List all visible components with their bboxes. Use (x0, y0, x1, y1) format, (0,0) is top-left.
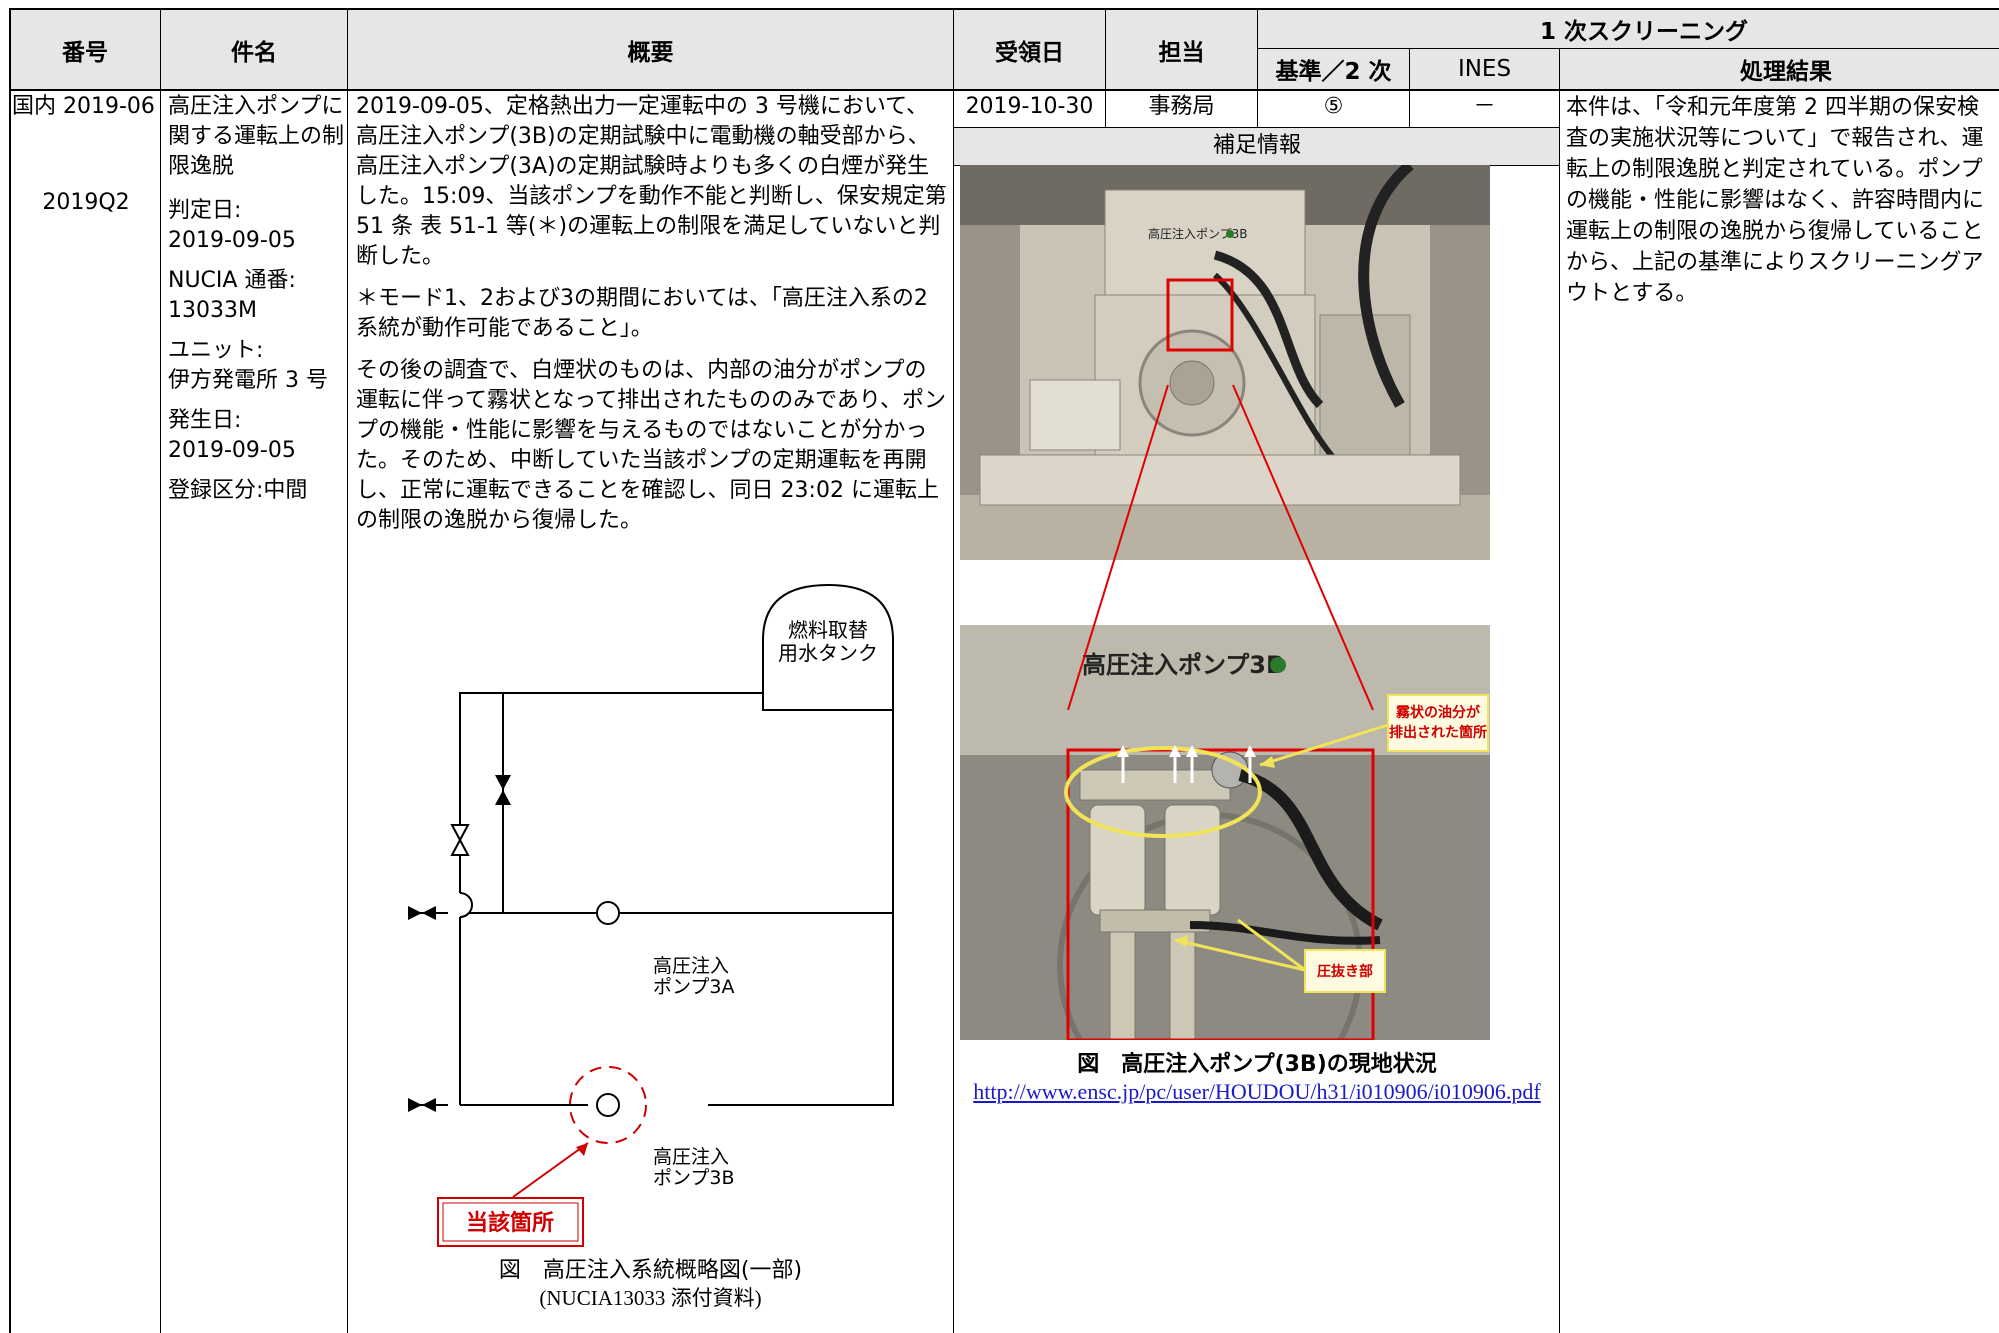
nucia-number: 13033M (168, 298, 257, 323)
valve-icon (495, 775, 511, 790)
header-number: 番号 (62, 39, 108, 66)
pump-3a-icon (596, 901, 620, 925)
nucia-label: NUCIA 通番: (168, 268, 296, 293)
registration-category: 登録区分:中間 (168, 478, 308, 503)
mist-ellipse (1064, 746, 1262, 838)
tank-label-line2: 用水タンク (778, 641, 878, 665)
owner: 事務局 (1148, 94, 1215, 119)
mist-callout (1387, 694, 1489, 752)
subject-title: 高圧注入ポンプに関する運転上の制限逸脱 (168, 94, 345, 179)
supplement-header (953, 128, 1560, 165)
svg-text:排出された箇所: 排出された箇所 (1389, 724, 1487, 741)
pump-photo-overview: 高圧注入ポンプ3B (960, 165, 1490, 560)
pump-photo-detail: 高圧注入ポンプ3B 霧状の油分が 排出された箇所 圧抜き部 (960, 625, 1490, 1040)
ines-value: － (1473, 94, 1496, 119)
summary-block: 2019-09-05、定格熱出力一定運転中の 3 号機において、高圧注入ポンプ(… (356, 92, 948, 548)
subject-block: 高圧注入ポンプに関する運転上の制限逸脱 判定日: 2019-09-05 NUCI… (168, 92, 344, 516)
judge-date: 2019-09-05 (168, 228, 296, 253)
svg-text:ポンプ3A: ポンプ3A (653, 976, 735, 998)
valve-open-icon (450, 824, 470, 843)
svg-text:霧状の油分が: 霧状の油分が (1396, 704, 1481, 721)
row-quarter: 2019Q2 (42, 190, 130, 215)
occur-date: 2019-09-05 (168, 438, 296, 463)
check-valve-icon (408, 906, 422, 920)
header-criteria: 基準／2 次 (1275, 59, 1392, 85)
judge-label: 判定日: (168, 198, 242, 223)
relief-callout (1304, 949, 1386, 993)
diagram-caption: 図 高圧注入系統概略図(一部) (498, 1258, 803, 1283)
screening-result: 本件は、「令和元年度第 2 四半期の保安検査の実施状況等について」で報告され、運… (1566, 95, 1985, 306)
header-summary: 概要 (627, 39, 674, 66)
svg-text:ポンプ3B: ポンプ3B (653, 1167, 735, 1189)
header-subject: 件名 (231, 39, 277, 66)
occur-label: 発生日: (168, 408, 242, 433)
unit-label: ユニット: (168, 338, 264, 363)
highlight-circle (569, 1066, 647, 1144)
photo-connector (1067, 384, 1374, 710)
photo-caption: 図 高圧注入ポンプ(3B)の現地状況 (1077, 1052, 1437, 1077)
pump-3b-icon (596, 1093, 620, 1117)
table-header (10, 10, 1999, 90)
received-date: 2019-10-30 (965, 94, 1094, 119)
supplement-title: 補足情報 (1212, 133, 1301, 158)
criteria-value: ⑤ (1323, 94, 1344, 119)
header-received: 受領日 (995, 39, 1064, 66)
header-owner: 担当 (1158, 39, 1205, 66)
check-valve-icon (408, 1098, 422, 1112)
tank-label-line1: 燃料取替 (788, 618, 868, 642)
photo-pump-label: 高圧注入ポンプ3B (1082, 651, 1284, 679)
photo-detail-frame (1066, 748, 1375, 1040)
svg-text:圧抜き部: 圧抜き部 (1317, 963, 1373, 980)
source-link[interactable]: http://www.ensc.jp/pc/user/HOUDOU/h31/i0… (973, 1079, 1541, 1104)
header-screening: 1 次スクリーニング (1540, 19, 1749, 45)
summary-paragraph-3: その後の調査で、白煙状のものは、内部の油分がポンプの運転に伴って霧状となって排出… (356, 358, 947, 533)
row-number: 国内 2019-06 (12, 94, 155, 119)
svg-text:高圧注入ポンプ3B: 高圧注入ポンプ3B (1148, 226, 1248, 241)
svg-text:高圧注入: 高圧注入 (653, 1146, 729, 1168)
header-ines: INES (1457, 56, 1512, 82)
system-diagram: 燃料取替 用水タンク 高圧注入 ポンプ3A 高圧注入 ポンプ3B 当該箇所 (408, 583, 894, 1247)
summary-paragraph-1: 2019-09-05、定格熱出力一定運転中の 3 号機において、高圧注入ポンプ(… (356, 94, 947, 269)
unit-value: 伊方発電所 3 号 (168, 368, 328, 393)
location-label: 当該箇所 (466, 1210, 554, 1236)
svg-text:高圧注入: 高圧注入 (653, 955, 729, 977)
tank-shape (762, 583, 894, 711)
diagram-source: (NUCIA13033 添付資料) (539, 1286, 762, 1310)
summary-paragraph-2: ＊モード1、2および3の期間においては、「高圧注入系の2系統が動作可能であること… (356, 286, 928, 341)
photo-highlight-box (1166, 278, 1234, 352)
header-result: 処理結果 (1740, 59, 1832, 85)
